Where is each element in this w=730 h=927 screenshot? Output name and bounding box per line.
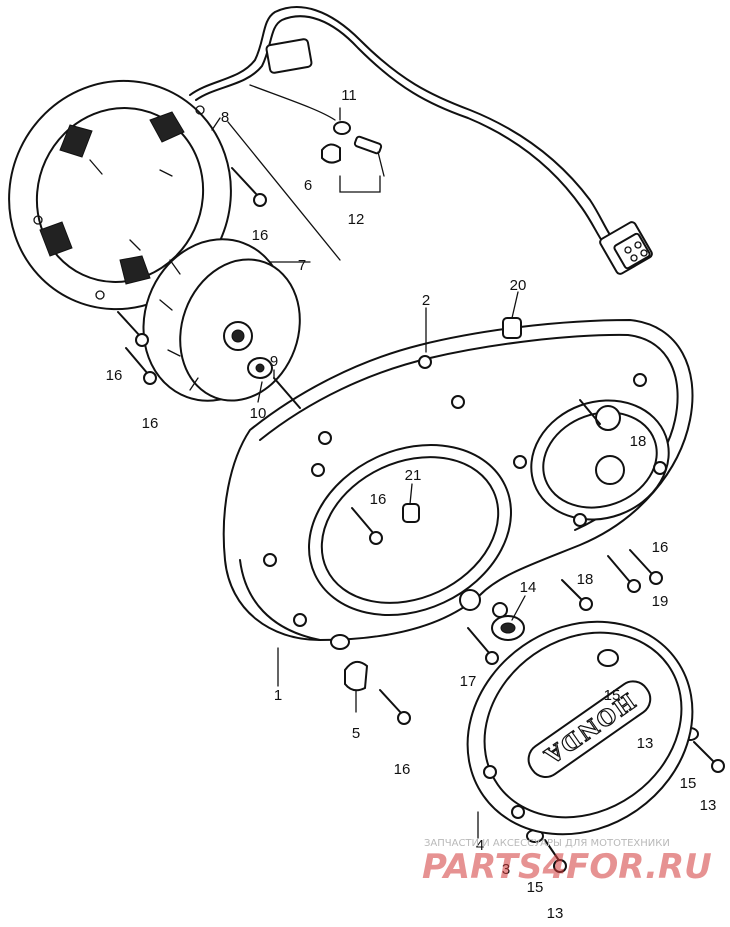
callout-4: 4 [476, 837, 484, 854]
callout-13-c: 13 [547, 905, 564, 922]
callout-15-a: 15 [604, 687, 621, 704]
stator-assembly [8, 79, 232, 311]
callout-16-d: 16 [370, 491, 387, 508]
callout-11: 11 [341, 87, 357, 104]
callout-19: 19 [652, 593, 669, 610]
callout-2: 2 [422, 292, 430, 309]
watermark-caption: ЗАПЧАСТИ И АКСЕССУАРЫ ДЛЯ МОТОТЕХНИКИ [424, 838, 670, 849]
callout-6: 6 [304, 177, 312, 194]
small-parts [330, 317, 525, 692]
callout-1: 1 [274, 687, 282, 704]
callout-5: 5 [352, 725, 360, 742]
watermark-logo: PARTS4FOR.RU [422, 847, 712, 887]
callout-18-a: 18 [630, 433, 647, 450]
bolts [117, 167, 725, 873]
callout-13-b: 13 [700, 797, 717, 814]
leader-lines-stator [211, 117, 341, 263]
callout-15-b: 15 [680, 775, 697, 792]
callout-7: 7 [298, 257, 306, 274]
callout-17: 17 [460, 673, 477, 690]
callout-20: 20 [510, 277, 527, 294]
callout-14: 14 [520, 579, 537, 596]
callout-16-c: 16 [142, 415, 159, 432]
callout-16-a: 16 [252, 227, 269, 244]
callout-labels: 1 2 3 4 5 6 7 8 9 10 11 12 13 13 13 14 1… [106, 87, 717, 922]
callout-18-b: 18 [577, 571, 594, 588]
wiring-harness [189, 6, 653, 275]
callout-12: 12 [348, 211, 365, 228]
callout-3: 3 [502, 861, 510, 878]
watermark: ЗАПЧАСТИ И АКСЕССУАРЫ ДЛЯ МОТОТЕХНИКИ PA… [422, 838, 712, 887]
rotor-flywheel [142, 238, 301, 402]
wire-connector [599, 221, 653, 275]
callout-8: 8 [221, 109, 229, 126]
outer-side-cover: HONDA [466, 620, 694, 836]
callout-16-f: 16 [394, 761, 411, 778]
callout-9: 9 [270, 353, 278, 370]
crankcase-cover [222, 318, 694, 642]
callout-16-b: 16 [106, 367, 123, 384]
callout-15-c: 15 [527, 879, 544, 896]
callout-21: 21 [405, 467, 422, 484]
callout-16-e: 16 [652, 539, 669, 556]
callout-13-a: 13 [637, 735, 654, 752]
callout-10: 10 [250, 405, 267, 422]
wire-clamp [321, 121, 385, 177]
leader-lines [257, 107, 526, 839]
